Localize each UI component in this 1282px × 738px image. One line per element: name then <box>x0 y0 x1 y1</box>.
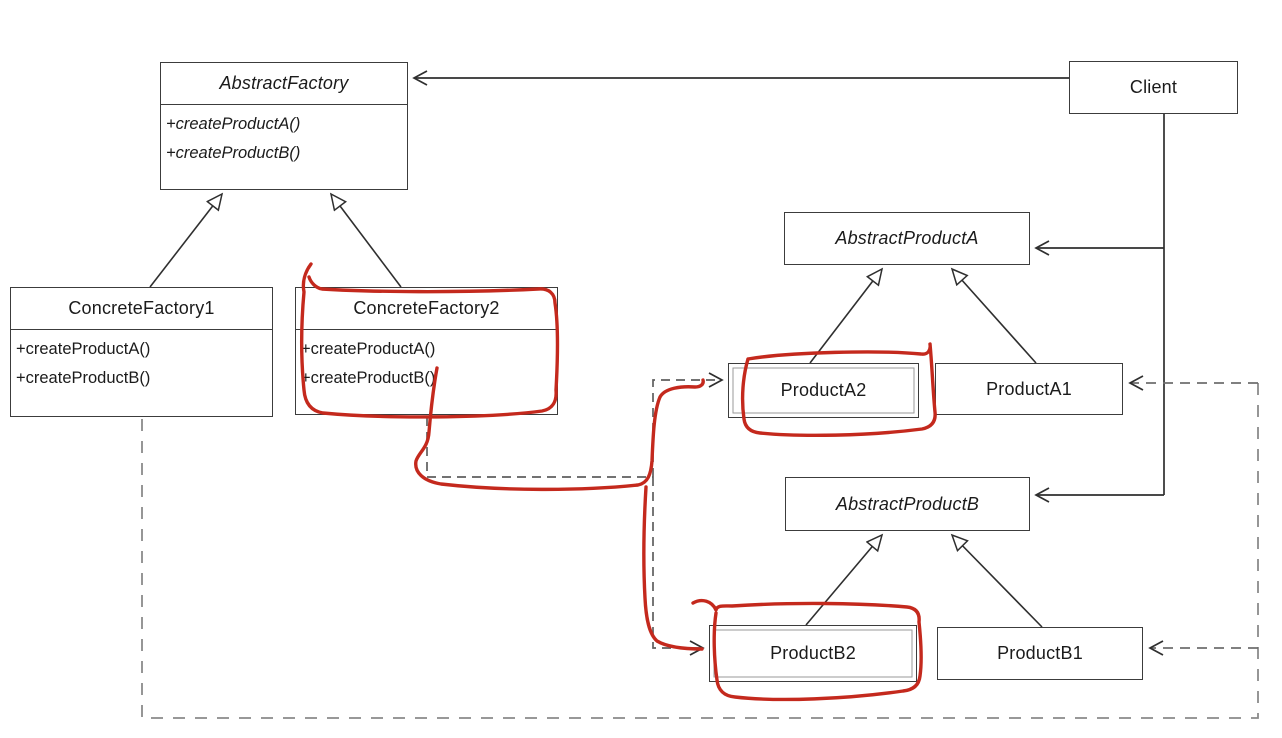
dependency-arrow-productb2 <box>652 477 705 656</box>
class-box-abstract-product-a: AbstractProductA <box>784 212 1030 265</box>
generalization-concretefactory2-abstractfactory <box>331 194 402 288</box>
method-create-product-b: +createProductB() <box>166 144 301 162</box>
class-box-abstract-product-b: AbstractProductB <box>785 477 1030 531</box>
class-title: ProductA2 <box>780 380 867 400</box>
generalization-productb2-abstractproductb <box>805 535 882 626</box>
method-create-product-b: +createProductB() <box>301 369 436 387</box>
generalization-producta2-abstractproducta <box>809 269 882 364</box>
class-title: ProductA1 <box>986 378 1072 399</box>
class-title: AbstractFactory <box>161 63 407 105</box>
method-create-product-a: +createProductA() <box>301 340 436 358</box>
class-title: ProductB1 <box>997 643 1083 663</box>
class-methods: +createProductA() +createProductB() <box>296 330 557 393</box>
class-methods: +createProductA() +createProductB() <box>161 105 407 168</box>
class-box-client: Client <box>1069 61 1238 114</box>
generalization-productb1-abstractproductb <box>952 535 1043 628</box>
class-title: ProductB2 <box>770 643 856 663</box>
class-title: ConcreteFactory1 <box>11 288 272 330</box>
class-box-product-b1: ProductB1 <box>937 627 1143 680</box>
class-box-concrete-factory2: ConcreteFactory2 +createProductA() +crea… <box>295 287 558 415</box>
class-box-product-a1: ProductA1 <box>935 363 1123 415</box>
class-box-abstract-factory: AbstractFactory +createProductA() +creat… <box>160 62 408 190</box>
generalization-concretefactory1-abstractfactory <box>149 194 222 288</box>
class-methods: +createProductA() +createProductB() <box>11 330 272 393</box>
class-title: Client <box>1129 77 1178 97</box>
class-box-product-a2: ProductA2 <box>728 363 919 418</box>
class-title: ConcreteFactory2 <box>296 288 557 330</box>
class-box-product-b2: ProductB2 <box>709 625 917 682</box>
generalization-producta1-abstractproducta <box>952 269 1037 364</box>
class-title: AbstractProductA <box>835 228 979 248</box>
class-title: AbstractProductB <box>835 493 980 514</box>
method-create-product-b: +createProductB() <box>16 369 151 387</box>
class-box-concrete-factory1: ConcreteFactory1 +createProductA() +crea… <box>10 287 273 417</box>
method-create-product-a: +createProductA() <box>16 340 151 358</box>
dependency-path-concretefactory2 <box>426 417 653 478</box>
method-create-product-a: +createProductA() <box>166 115 301 133</box>
dependency-arrow-producta2 <box>652 372 724 477</box>
